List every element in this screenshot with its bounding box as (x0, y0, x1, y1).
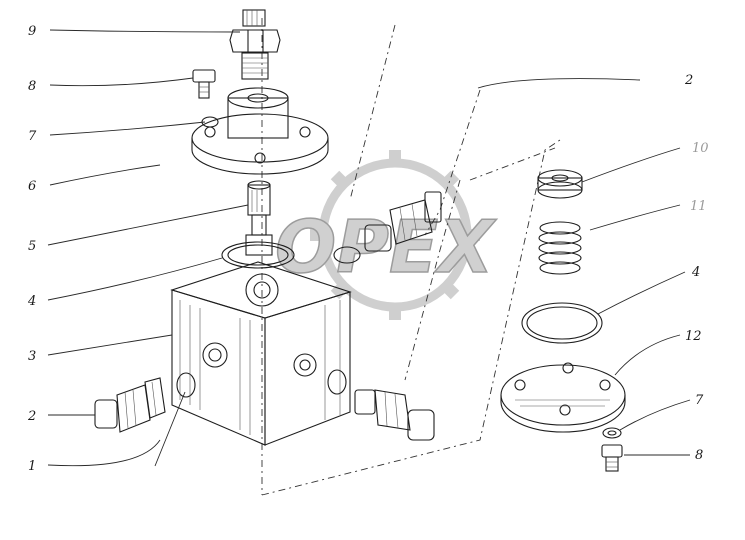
watermark: OPEX (274, 150, 498, 320)
part-2-center-fitting (354, 389, 435, 441)
part-2-left-fitting (94, 377, 166, 433)
callouts-left: 9 8 7 6 5 4 3 2 1 (27, 24, 37, 474)
part-12-cover-plate (500, 362, 626, 433)
callout-right-2: 2 (684, 73, 693, 88)
part-11-spring (538, 221, 582, 275)
watermark-text: OPEX (275, 205, 497, 289)
part-9-fitting (229, 9, 281, 80)
part-4-right-gasket (521, 302, 603, 344)
callout-left-5: 5 (28, 239, 36, 254)
part-7-flange (191, 87, 329, 175)
part-10-valve-cap (537, 169, 583, 199)
callout-left-3: 3 (28, 349, 36, 364)
callout-right-4: 4 (691, 265, 700, 280)
callout-left-9: 9 (28, 24, 36, 39)
callout-right-10: 10 (692, 141, 709, 156)
callout-right-7: 7 (695, 393, 704, 408)
part-3-valve-body (170, 261, 352, 446)
callout-right-12: 12 (685, 329, 702, 344)
callout-left-4: 4 (27, 294, 36, 309)
callouts-right: 2 10 11 4 12 7 8 (684, 73, 709, 463)
callout-left-7: 7 (28, 129, 37, 144)
part-5-valve-stem (245, 180, 273, 256)
leader-lines (47, 29, 691, 467)
callout-left-2: 2 (27, 409, 36, 424)
callout-right-8: 8 (695, 448, 703, 463)
callout-left-6: 6 (28, 179, 36, 194)
part-7-right-washer (602, 427, 622, 439)
callout-left-1: 1 (28, 459, 36, 474)
part-4-gasket (221, 241, 295, 269)
part-8-bolt (192, 69, 216, 99)
gear-logo-icon (310, 150, 480, 320)
part-8-right-bolt (601, 444, 623, 472)
callout-left-8: 8 (28, 79, 36, 94)
part-2-upper-fitting (333, 191, 442, 264)
callout-right-11: 11 (690, 199, 707, 214)
